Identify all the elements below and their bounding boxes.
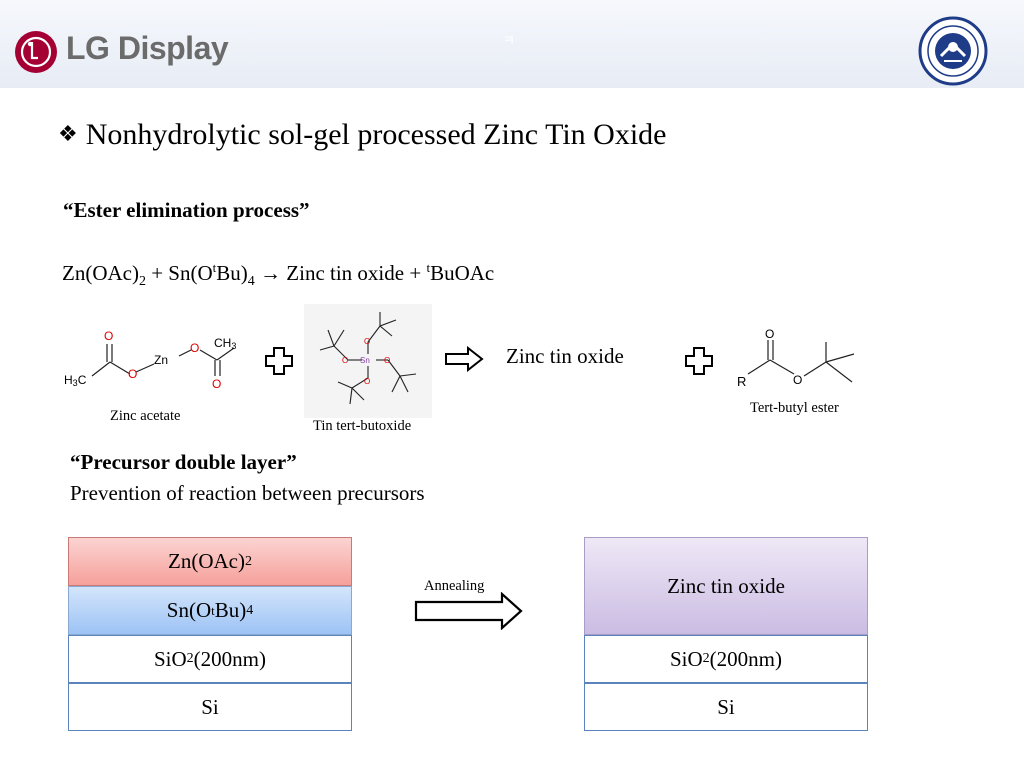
tert-butyl-ester-label: Tert-butyl ester	[750, 400, 839, 416]
svg-text:Sn: Sn	[360, 356, 370, 365]
reaction-arrow-icon	[445, 346, 484, 372]
svg-text:O: O	[190, 341, 199, 355]
reaction-equation: Zn(OAc)2 + Sn(OtBu)4 → Zinc tin oxide + …	[62, 260, 495, 290]
annealing-label: Annealing	[424, 578, 485, 594]
svg-text:O: O	[128, 367, 137, 381]
diamond-bullet-icon: ❖	[58, 122, 78, 147]
zinc-acetate-structure: H3C O O Zn O CH3 O	[64, 329, 236, 391]
slide-title-text: Nonhydrolytic sol-gel processed Zinc Tin…	[85, 118, 667, 151]
brand-name: LG Display	[66, 30, 229, 66]
lg-logo-icon	[15, 31, 57, 73]
svg-text:O: O	[212, 377, 221, 391]
svg-text:O: O	[104, 329, 113, 343]
header-mark: ㅋ	[503, 34, 515, 49]
layer-si-after: Si	[584, 683, 868, 731]
plus-icon	[685, 347, 713, 375]
annealing-arrow-icon	[414, 592, 523, 630]
svg-text:O: O	[364, 337, 370, 346]
precursor-double-layer-subheading: Prevention of reaction between precursor…	[70, 481, 425, 505]
product-zinc-tin-oxide: Zinc tin oxide	[506, 344, 624, 368]
svg-text:R: R	[737, 374, 746, 389]
layer-si-before: Si	[68, 683, 352, 731]
tin-tert-butoxide-structure: O Sn O O O	[304, 304, 432, 418]
header-bar: LG Display ㅋ	[0, 0, 1024, 88]
tin-tert-butoxide-label: Tin tert-butoxide	[313, 418, 412, 434]
ester-elimination-heading: “Ester elimination process”	[63, 198, 310, 222]
svg-text:Zn: Zn	[154, 353, 168, 367]
svg-text:H3C: H3C	[64, 373, 87, 388]
svg-text:O: O	[384, 356, 390, 365]
svg-text:O: O	[765, 327, 774, 341]
layer-zinc-tin-oxide: Zinc tin oxide	[584, 537, 868, 635]
svg-text:O: O	[793, 373, 802, 387]
svg-text:O: O	[342, 356, 348, 365]
tert-butyl-ester-structure: R O O	[737, 327, 855, 389]
precursor-double-layer-heading: “Precursor double layer”	[70, 450, 297, 474]
university-seal-icon	[918, 16, 988, 86]
zinc-acetate-label: Zinc acetate	[110, 408, 181, 424]
layer-zinc-acetate: Zn(OAc)2	[68, 537, 352, 586]
svg-text:O: O	[364, 377, 370, 386]
plus-icon	[265, 347, 293, 375]
svg-text:CH3: CH3	[214, 336, 236, 351]
slide-title: ❖ Nonhydrolytic sol-gel processed Zinc Ti…	[58, 118, 667, 152]
